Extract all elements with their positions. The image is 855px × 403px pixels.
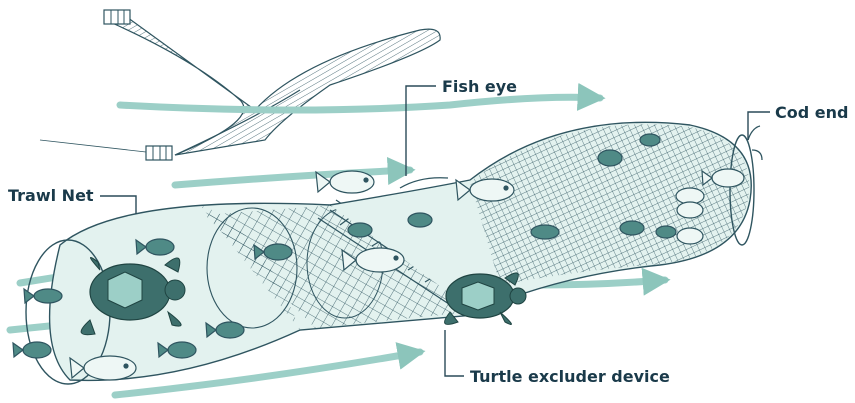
fish-eye-leader bbox=[406, 86, 436, 176]
fish bbox=[677, 202, 703, 218]
fish bbox=[640, 134, 660, 146]
fish bbox=[24, 289, 62, 303]
fish bbox=[531, 225, 559, 239]
trawl-door-bottom bbox=[146, 146, 172, 160]
fish bbox=[620, 221, 644, 235]
trawl-door-top bbox=[104, 10, 130, 24]
fish bbox=[598, 150, 622, 166]
fish bbox=[677, 228, 703, 244]
trawl-net-leader bbox=[100, 196, 136, 214]
cod-end-label: Cod end bbox=[775, 103, 848, 122]
fish-eye-label: Fish eye bbox=[442, 77, 517, 96]
fish bbox=[408, 213, 432, 227]
fish bbox=[656, 226, 676, 238]
fish bbox=[348, 223, 372, 237]
fish bbox=[13, 342, 51, 358]
trawl-net-label: Trawl Net bbox=[8, 186, 94, 205]
turtle-excluder-leader bbox=[445, 330, 464, 376]
turtle-excluder-label: Turtle excluder device bbox=[470, 367, 670, 386]
trawl-overview-inset bbox=[40, 10, 440, 160]
